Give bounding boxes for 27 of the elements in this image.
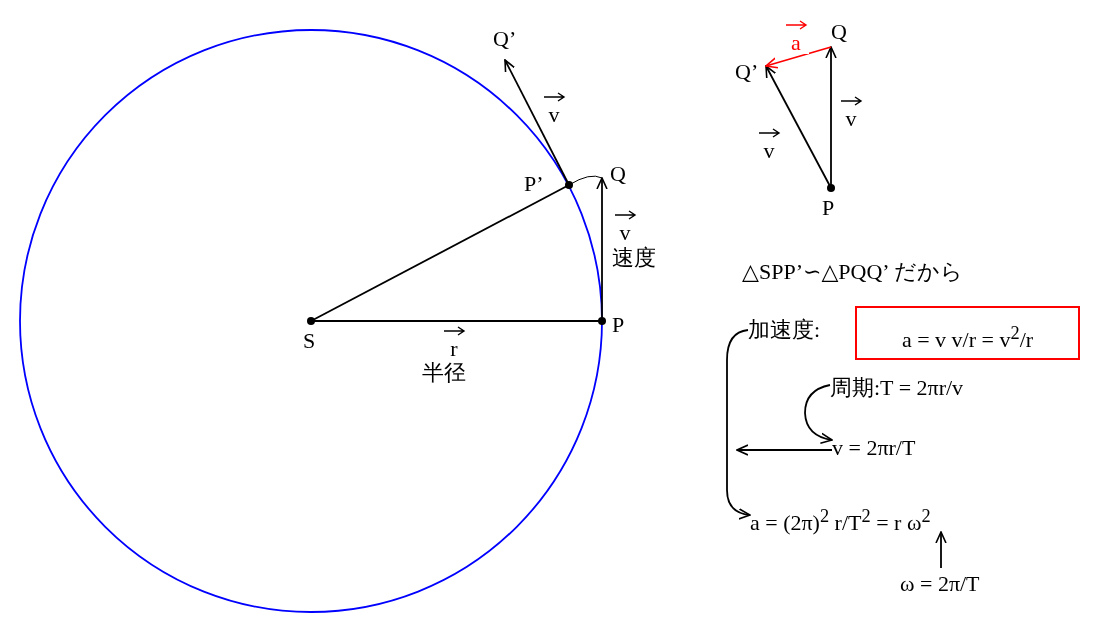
- curved-arrow: [804, 384, 833, 444]
- edge-label: v: [845, 106, 857, 131]
- edge-label: r: [450, 336, 458, 361]
- formula: 周期:T = 2πr/v: [830, 376, 964, 400]
- formula: ω = 2π/T: [900, 572, 980, 596]
- point-label: P: [612, 313, 625, 337]
- point-label: Q: [831, 20, 847, 44]
- formula: v = 2πr/T: [832, 436, 916, 460]
- quantity-label: 速度: [610, 246, 658, 270]
- edge-label: a: [791, 30, 801, 55]
- point-label: Q’: [735, 60, 759, 84]
- quantity-label: 半径: [420, 361, 468, 385]
- point-label: Q: [610, 162, 626, 186]
- point-label: Q’: [493, 27, 517, 51]
- arrow: [935, 531, 947, 569]
- arrow: [736, 444, 833, 456]
- point-label: S: [303, 329, 316, 353]
- edge-label: v: [619, 220, 631, 245]
- formula-box: a = v v/r = v$^{2}$/r: [855, 306, 1080, 360]
- curved-arrow: [726, 329, 751, 520]
- point-label: P: [822, 196, 835, 220]
- point-label: P’: [524, 172, 544, 196]
- edge-label: v: [548, 102, 560, 127]
- edge-label: v: [763, 138, 775, 163]
- formula: a = (2π)$^{2}$ r/T$^{2}$ = r ω$^{2}$: [750, 505, 931, 536]
- arrow: [765, 46, 832, 69]
- formula-label: 加速度:: [748, 318, 821, 342]
